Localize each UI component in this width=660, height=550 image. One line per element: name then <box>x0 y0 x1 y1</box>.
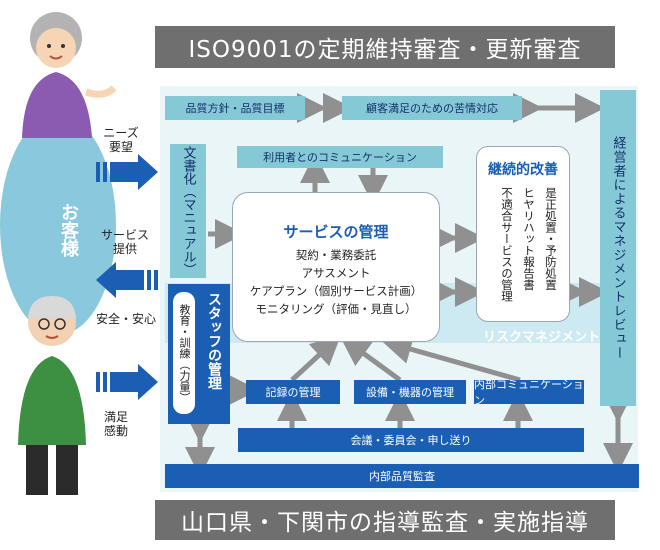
satisfaction-label: 満足感動 <box>103 410 128 438</box>
user-communication-box: 利用者とのコミュニケーション <box>237 146 443 168</box>
needs-label: ニーズ要望 <box>103 126 139 154</box>
arrow-records-service <box>290 334 342 382</box>
service-management-title: サービスの管理 <box>283 223 389 241</box>
training-label: 教育・訓練（力量） <box>173 292 195 414</box>
grandmother-figure <box>22 12 117 138</box>
top-banner: ISO9001の定期維持審査・更新審査 <box>155 26 615 68</box>
improvement-box: 継続的改善 是正処置・予防処置 ヒヤリハット報告書 不適合サービスの管理 <box>476 146 570 322</box>
staff-management-box: スタッフの管理 教育・訓練（力量） <box>168 284 230 424</box>
meetings-box: 会議・委員会・申し送り <box>238 428 584 452</box>
service-item-careplan: ケアプラン（個別サービス計画） <box>249 284 423 298</box>
internal-audit-box: 内部品質監査 <box>165 464 639 488</box>
safety-label: 安全・安心 <box>95 312 156 326</box>
risk-management-label: リスクマネジメント <box>482 330 600 345</box>
arrow-internal-service <box>381 334 521 383</box>
service-item-monitoring: モニタリング（評価・見直し） <box>255 302 417 316</box>
improvement-item-hiyari: ヒヤリハット報告書 <box>522 187 536 291</box>
management-review-box: 経営者によるマネジメントレビュー <box>600 90 636 406</box>
equipment-box: 設備・機器の管理 <box>354 380 466 404</box>
improvement-item-corrective: 是正処置・予防処置 <box>544 187 558 291</box>
documentation-box: 文書化（マニュアル） <box>170 144 206 278</box>
staff-management-title: スタッフの管理 <box>206 292 222 390</box>
service-item-contract: 契約・業務委託 <box>295 248 377 262</box>
policy-box: 品質方針・品質目標 <box>165 96 305 120</box>
arrow-needs <box>96 154 158 190</box>
bottom-banner: 山口県・下関市の指導監査・実施指導 <box>155 500 615 540</box>
records-box: 記録の管理 <box>246 380 340 404</box>
arrow-satisfaction <box>96 364 158 400</box>
improvement-item-nonconforming: 不適合サービスの管理 <box>500 187 514 302</box>
improvement-title: 継続的改善 <box>488 162 558 178</box>
service-item-assessment: アサスメント <box>301 266 371 280</box>
internal-communication-box: 内部コミュニケーション <box>474 378 584 407</box>
arrow-service <box>96 262 158 298</box>
grandfather-figure <box>18 296 86 495</box>
customer-oval <box>0 115 116 335</box>
complaint-box: 顧客満足のための苦情対応 <box>342 96 522 120</box>
customer-label: お客様 <box>58 203 79 257</box>
service-management-box: サービスの管理 契約・業務委託 アサスメント ケアプラン（個別サービス計画） モ… <box>232 192 440 342</box>
service-label: サービス提供 <box>100 228 149 256</box>
arrow-equipment-service <box>339 336 402 383</box>
